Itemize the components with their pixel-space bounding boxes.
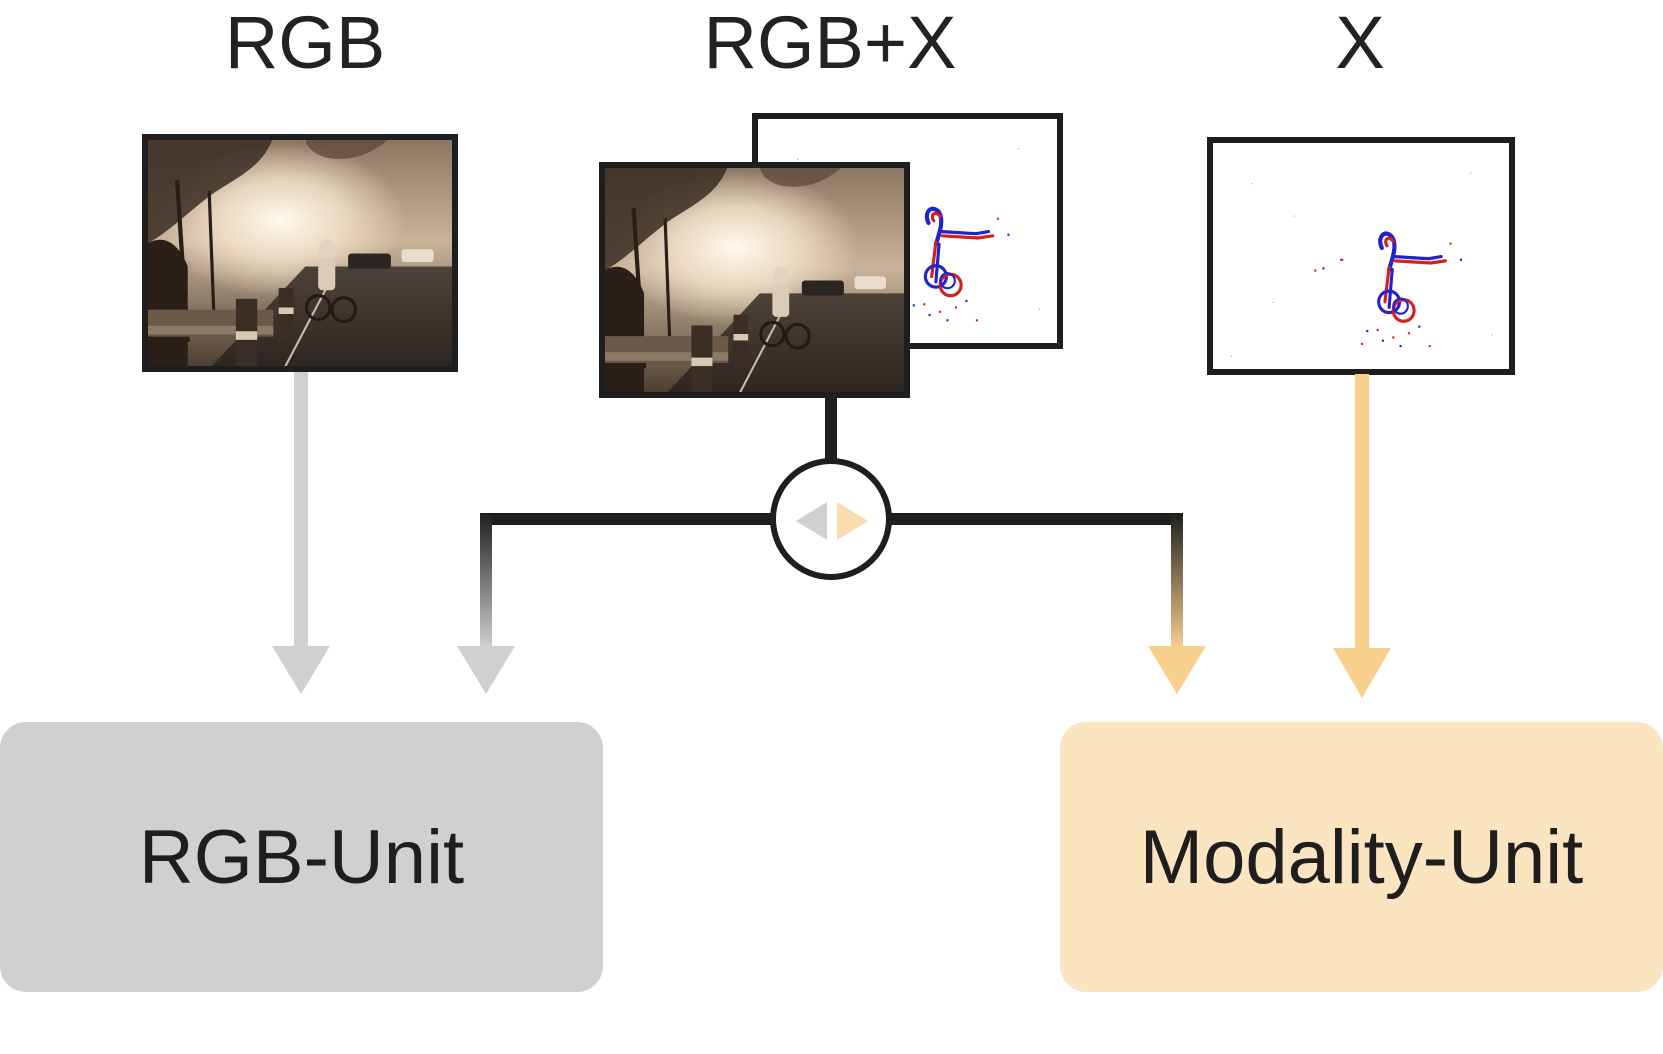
x-to-modality-unit-arrow (1333, 374, 1391, 698)
fusion-to-modality-unit-arrowhead (1148, 646, 1206, 694)
x-event-image-frame (1207, 137, 1515, 375)
rgb-image-frame (142, 134, 458, 372)
fusion-to-rgb-unit-arrowhead (457, 646, 515, 694)
rgb-x-column-title: RGB+X (703, 1, 957, 84)
fusion-connector (480, 398, 1183, 648)
rgb-to-rgb-unit-arrow (272, 372, 330, 694)
bidirectional-switch-icon (770, 458, 892, 580)
rgb-unit-label: RGB-Unit (138, 814, 465, 900)
rgb-x-rgb-image-frame (599, 162, 910, 398)
rgb-unit-box: RGB-Unit (0, 722, 603, 992)
x-column-title: X (1335, 1, 1385, 84)
rgb-column-title: RGB (224, 1, 386, 84)
modality-unit-label: Modality-Unit (1139, 814, 1584, 900)
modality-unit-box: Modality-Unit (1060, 722, 1663, 992)
